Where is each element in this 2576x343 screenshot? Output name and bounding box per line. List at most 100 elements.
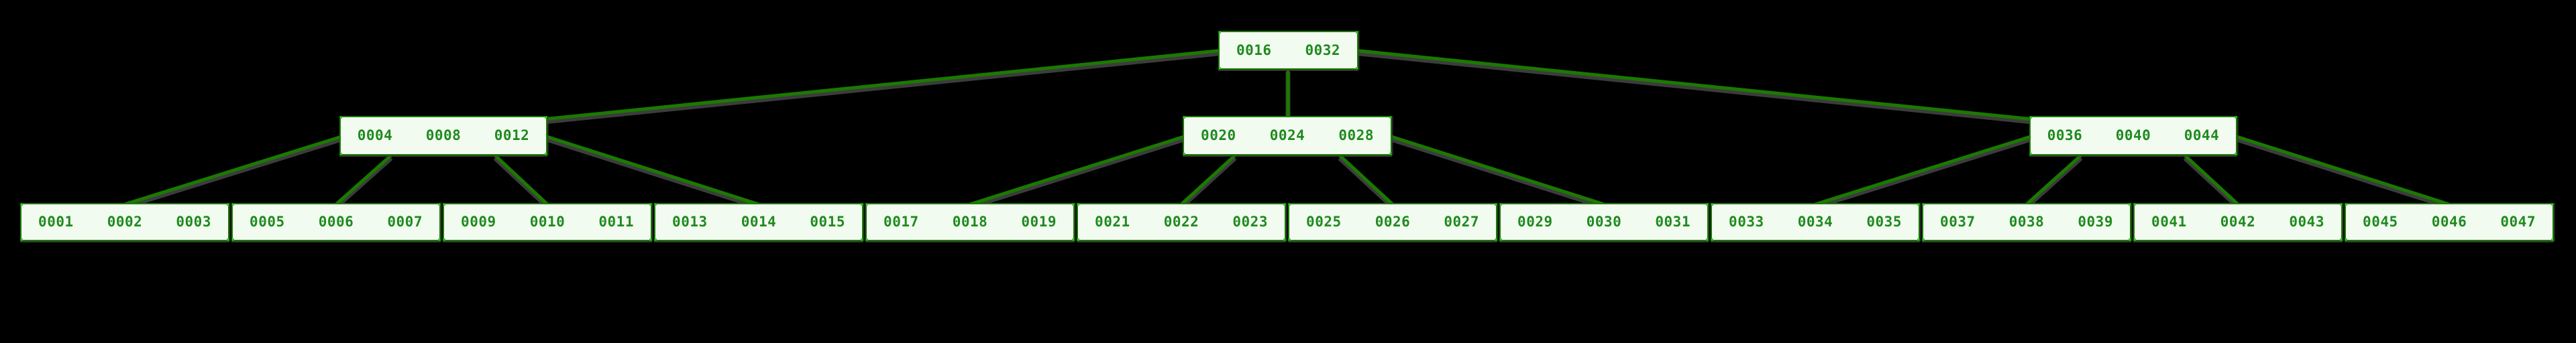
- btree-key-0037: 0037: [1940, 214, 1976, 230]
- node-corner-marker-bl: [340, 153, 342, 155]
- btree-key-0024: 0024: [1269, 127, 1305, 143]
- node-corner-marker-br: [861, 238, 863, 241]
- node-corner-marker-tr: [1072, 204, 1074, 206]
- btree-key-0033: 0033: [1729, 214, 1764, 230]
- btree-key-0028: 0028: [1338, 127, 1374, 143]
- node-corner-marker-br: [1389, 153, 1391, 155]
- btree-key-0042: 0042: [2220, 214, 2256, 230]
- node-corner-marker-tl: [1500, 204, 1502, 206]
- btree-key-0020: 0020: [1201, 127, 1236, 143]
- btree-key-0041: 0041: [2151, 214, 2187, 230]
- btree-node-internal-i1[interactable]: 0020 0024 0028: [1183, 116, 1392, 155]
- node-corner-marker-br: [1495, 238, 1497, 241]
- btree-node-leaves-l11[interactable]: 0045 0046 0047: [2345, 203, 2554, 241]
- node-corner-marker-br: [2235, 153, 2237, 155]
- node-corner-marker-br: [2129, 238, 2131, 241]
- btree-key-0018: 0018: [952, 214, 988, 230]
- btree-key-0008: 0008: [425, 127, 462, 143]
- node-corner-marker-bl: [1923, 238, 1925, 241]
- node-corner-marker-tr: [861, 204, 863, 206]
- btree-key-0014: 0014: [741, 214, 777, 230]
- node-corner-marker-tr: [649, 204, 651, 206]
- btree-node-leaves-l8[interactable]: 0033 0034 0035: [1711, 203, 1920, 241]
- node-corner-marker-tl: [866, 204, 868, 206]
- btree-node-leaves-l2[interactable]: 0009 0010 0011: [443, 203, 652, 241]
- node-corner-marker-tl: [340, 117, 342, 119]
- node-corner-marker-bl: [1077, 238, 1079, 241]
- node-corner-marker-tr: [1356, 31, 1358, 33]
- btree-key-0027: 0027: [1444, 214, 1479, 230]
- node-corner-marker-br: [1356, 67, 1358, 69]
- btree-key-0019: 0019: [1021, 214, 1057, 230]
- node-corner-marker-br: [438, 238, 440, 241]
- btree-key-0004: 0004: [357, 127, 393, 143]
- btree-key-0009: 0009: [461, 214, 496, 230]
- node-corner-marker-tr: [1917, 204, 1919, 206]
- node-corner-marker-tr: [2340, 204, 2342, 206]
- btree-key-0046: 0046: [2431, 214, 2467, 230]
- node-corner-marker-bl: [1500, 238, 1502, 241]
- btree-key-0047: 0047: [2500, 214, 2536, 230]
- btree-key-0030: 0030: [1586, 214, 1622, 230]
- btree-key-0016: 0016: [1236, 42, 1272, 58]
- btree-key-0036: 0036: [2047, 127, 2083, 143]
- node-corner-marker-bl: [443, 238, 445, 241]
- node-corner-marker-br: [649, 238, 651, 241]
- btree-key-0023: 0023: [1232, 214, 1268, 230]
- node-corner-marker-tr: [1389, 117, 1391, 119]
- btree-key-0001: 0001: [38, 214, 74, 230]
- node-corner-marker-tl: [1923, 204, 1925, 206]
- btree-key-0015: 0015: [810, 214, 845, 230]
- node-corner-marker-bl: [21, 238, 23, 241]
- node-corner-marker-tl: [1219, 31, 1221, 33]
- btree-key-0031: 0031: [1655, 214, 1690, 230]
- btree-key-0034: 0034: [1797, 214, 1833, 230]
- btree-key-0035: 0035: [1866, 214, 1902, 230]
- btree-key-0010: 0010: [529, 214, 566, 230]
- btree-key-0006: 0006: [318, 214, 354, 230]
- node-corner-marker-tr: [438, 204, 440, 206]
- node-corner-marker-tl: [1289, 204, 1291, 206]
- node-corner-marker-br: [1283, 238, 1285, 241]
- node-corner-marker-br: [1072, 238, 1074, 241]
- btree-key-0026: 0026: [1375, 214, 1411, 230]
- btree-node-leaves-l10[interactable]: 0041 0042 0043: [2133, 203, 2343, 241]
- node-corner-marker-br: [2340, 238, 2342, 241]
- btree-key-0011: 0011: [598, 214, 634, 230]
- node-corner-marker-tl: [1077, 204, 1079, 206]
- node-corner-marker-br: [1706, 238, 1708, 241]
- node-corner-marker-bl: [1183, 153, 1185, 155]
- node-corner-marker-tl: [2134, 204, 2136, 206]
- node-corner-marker-bl: [655, 238, 657, 241]
- node-corner-marker-bl: [2345, 238, 2347, 241]
- btree-key-0002: 0002: [107, 214, 143, 230]
- node-corner-marker-tr: [1706, 204, 1708, 206]
- btree-key-0045: 0045: [2363, 214, 2398, 230]
- node-corner-marker-bl: [1711, 238, 1713, 241]
- btree-key-0043: 0043: [2289, 214, 2324, 230]
- node-corner-marker-tr: [545, 117, 547, 119]
- btree-key-0029: 0029: [1517, 214, 1553, 230]
- node-corner-marker-tl: [21, 204, 23, 206]
- node-corner-marker-tl: [1183, 117, 1185, 119]
- btree-key-0038: 0038: [2008, 214, 2045, 230]
- node-corner-marker-tr: [2129, 204, 2131, 206]
- btree-key-0022: 0022: [1163, 214, 1199, 230]
- node-corner-marker-tl: [232, 204, 234, 206]
- btree-node-leaves-l7[interactable]: 0029 0030 0031: [1499, 203, 1709, 241]
- node-corner-marker-tl: [1711, 204, 1713, 206]
- node-corner-marker-br: [2551, 238, 2553, 241]
- btree-key-0005: 0005: [250, 214, 285, 230]
- node-corner-marker-tl: [2345, 204, 2347, 206]
